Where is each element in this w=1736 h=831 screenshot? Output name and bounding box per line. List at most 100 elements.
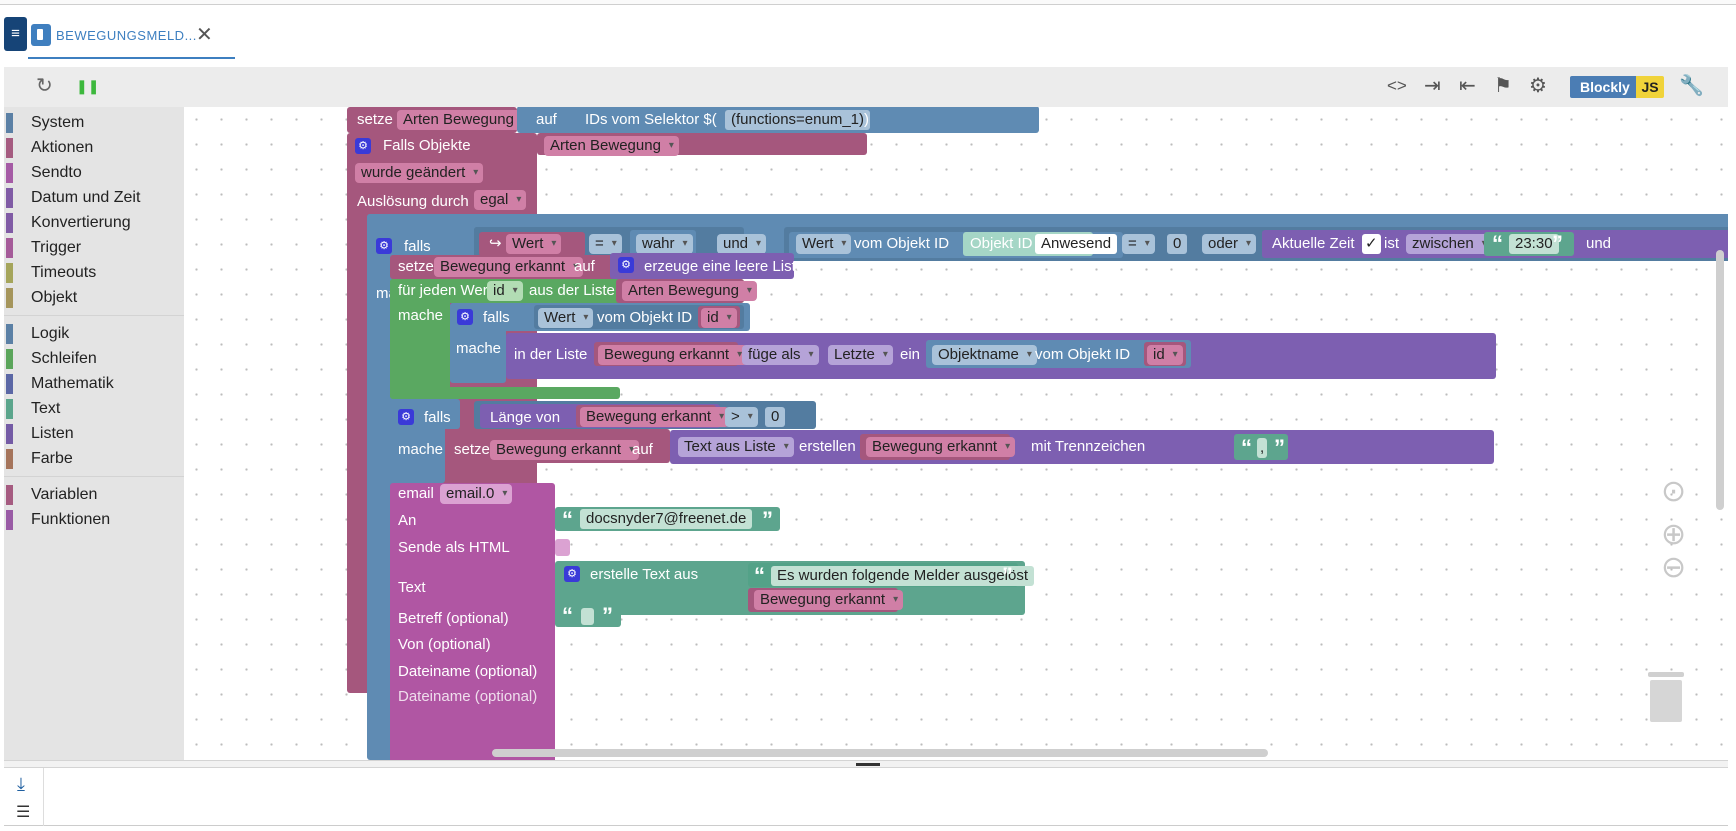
and-dropdown[interactable]: und [717, 234, 767, 254]
wrench-icon[interactable]: 🔧 [1679, 75, 1704, 97]
category-mathematik[interactable]: Mathematik [4, 372, 184, 396]
insert-mode-dropdown[interactable]: füge als [742, 345, 819, 365]
category-text[interactable]: Text [4, 397, 184, 421]
dateiname-label-2: Dateiname (optional) [398, 688, 538, 705]
mutator-gear-icon[interactable]: ⚙ [376, 238, 392, 254]
subject-field[interactable] [581, 608, 594, 625]
category-trigger[interactable]: Trigger [4, 236, 184, 260]
position-dropdown[interactable]: Letzte [828, 345, 893, 365]
panel-splitter[interactable] [4, 760, 1728, 768]
zoom-in-icon[interactable]: ⊕ [1661, 518, 1687, 551]
tab-title[interactable]: BEWEGUNGSMELD... [56, 28, 197, 43]
category-konvertierung[interactable]: Konvertierung [4, 211, 184, 235]
vertical-scrollbar[interactable] [1716, 250, 1724, 510]
category-label: Datum und Zeit [31, 189, 141, 206]
debug-gear-icon[interactable]: ⚙ [1529, 75, 1547, 97]
html-checkbox[interactable] [555, 539, 570, 556]
email-instance-dropdown[interactable]: email.0 [440, 484, 513, 504]
blockly-js-toggle[interactable]: Blockly JS [1570, 76, 1664, 98]
variable-dropdown-id[interactable]: id [701, 308, 737, 328]
category-schleifen[interactable]: Schleifen [4, 347, 184, 371]
category-system[interactable]: System [4, 111, 184, 135]
category-logik[interactable]: Logik [4, 322, 184, 346]
variable-dropdown-arten-bewegung[interactable]: Arten Bewegung [397, 110, 532, 130]
category-datum-und-zeit[interactable]: Datum und Zeit [4, 186, 184, 210]
category-timeouts[interactable]: Timeouts [4, 261, 184, 285]
reload-icon[interactable]: ↻ [36, 75, 53, 97]
time-operator-dropdown[interactable]: zwischen [1406, 234, 1492, 254]
time-field[interactable]: 23:30 [1509, 234, 1559, 254]
message-text-field[interactable]: Es wurden folgende Melder ausgelöst [771, 566, 1034, 586]
trigger-source-dropdown[interactable]: egal [474, 190, 527, 210]
checkered-flag-icon[interactable]: ⚑ [1494, 75, 1512, 97]
category-aktionen[interactable]: Aktionen [4, 136, 184, 160]
object-attr-dropdown[interactable]: Objektname [932, 345, 1037, 365]
category-label: Konvertierung [31, 214, 131, 231]
import-icon[interactable]: ⇤ [1459, 75, 1476, 97]
download-icon[interactable]: ⤓ [17, 774, 25, 794]
mutator-gear-icon[interactable]: ⚙ [398, 409, 414, 425]
operator-dropdown[interactable]: > [725, 407, 758, 427]
falls-label: falls [404, 238, 431, 255]
falls-objekte-label: Falls Objekte [383, 137, 471, 154]
category-variablen[interactable]: Variablen [4, 483, 184, 507]
category-farbe[interactable]: Farbe [4, 447, 184, 471]
operator-dropdown[interactable]: = [1122, 234, 1155, 254]
list-icon[interactable]: ☰ [16, 804, 31, 821]
mutator-gear-icon[interactable]: ⚙ [355, 138, 371, 154]
variable-dropdown-bewegung-erkannt[interactable]: Bewegung erkannt [490, 440, 640, 460]
list-variable-dropdown[interactable]: Arten Bewegung [622, 281, 757, 301]
number-field[interactable]: 0 [1167, 234, 1188, 254]
trash-icon[interactable] [1648, 672, 1684, 722]
variable-dropdown-bewegung-erkannt[interactable]: Bewegung erkannt [754, 590, 904, 610]
operator-dropdown[interactable]: = [589, 234, 622, 254]
category-funktionen[interactable]: Funktionen [4, 508, 184, 532]
category-listen[interactable]: Listen [4, 422, 184, 446]
trigger-condition-dropdown[interactable]: wurde geändert [355, 163, 484, 183]
list-mode-dropdown[interactable]: Text aus Liste [678, 437, 794, 457]
menu-icon[interactable]: ≡ [4, 17, 27, 51]
zoom-out-icon[interactable]: ⊖ [1661, 551, 1687, 584]
separator-field[interactable]: , [1257, 438, 1268, 458]
create-list-label: erzeuge eine leere Liste [644, 258, 805, 275]
log-panel: ⤓ ☰ [4, 768, 1728, 826]
create-list-block[interactable] [610, 253, 794, 279]
email-block[interactable] [390, 483, 555, 760]
event-value-dropdown[interactable]: Wert [506, 234, 562, 254]
code-icon[interactable]: <> [1387, 76, 1407, 95]
pause-icon[interactable]: ❚❚ [76, 78, 100, 94]
email-address-field[interactable]: docsnyder7@freenet.de [580, 509, 753, 529]
close-quote-icon: ” [602, 603, 613, 628]
blockly-workspace[interactable]: setze Arten Bewegung auf IDs vom Selekto… [184, 107, 1728, 760]
number-field[interactable]: 0 [765, 407, 786, 427]
category-sendto[interactable]: Sendto [4, 161, 184, 185]
variable-dropdown-bewegung-erkannt[interactable]: Bewegung erkannt [580, 407, 730, 427]
trigger-object-dropdown[interactable]: Arten Bewegung [544, 136, 679, 156]
selector-field[interactable]: (functions=enum_1) [725, 110, 870, 130]
mutator-gear-icon[interactable]: ⚙ [457, 309, 473, 325]
mutator-gear-icon[interactable]: ⚙ [564, 566, 580, 582]
boolean-dropdown[interactable]: wahr [636, 234, 693, 254]
foreach-body [390, 279, 450, 399]
betreff-label: Betreff (optional) [398, 610, 509, 627]
category-objekt[interactable]: Objekt [4, 286, 184, 310]
category-color [6, 510, 13, 530]
mutator-gear-icon[interactable]: ⚙ [618, 257, 634, 273]
get-value-dropdown[interactable]: Wert [538, 308, 594, 328]
or-dropdown[interactable]: oder [1202, 234, 1257, 254]
center-icon[interactable]: ⊙ [1661, 475, 1687, 508]
variable-dropdown-bewegung-erkannt[interactable]: Bewegung erkannt [598, 345, 748, 365]
close-icon[interactable]: ✕ [196, 24, 213, 46]
close-quote-icon: ” [1002, 563, 1013, 588]
check-field[interactable]: ✓ [1362, 234, 1381, 254]
variable-dropdown-bewegung-erkannt[interactable]: Bewegung erkannt [434, 257, 584, 277]
loop-variable-dropdown[interactable]: id [487, 281, 523, 301]
variable-dropdown-id[interactable]: id [1147, 345, 1183, 365]
get-value-dropdown[interactable]: Wert [796, 234, 852, 254]
category-color [6, 288, 13, 308]
horizontal-scrollbar[interactable] [492, 749, 1268, 757]
export-icon[interactable]: ⇥ [1424, 75, 1441, 97]
variable-dropdown-bewegung-erkannt[interactable]: Bewegung erkannt [866, 437, 1016, 457]
object-id-field[interactable]: Anwesend [1035, 234, 1118, 254]
list-to-text-block[interactable] [670, 430, 1494, 464]
